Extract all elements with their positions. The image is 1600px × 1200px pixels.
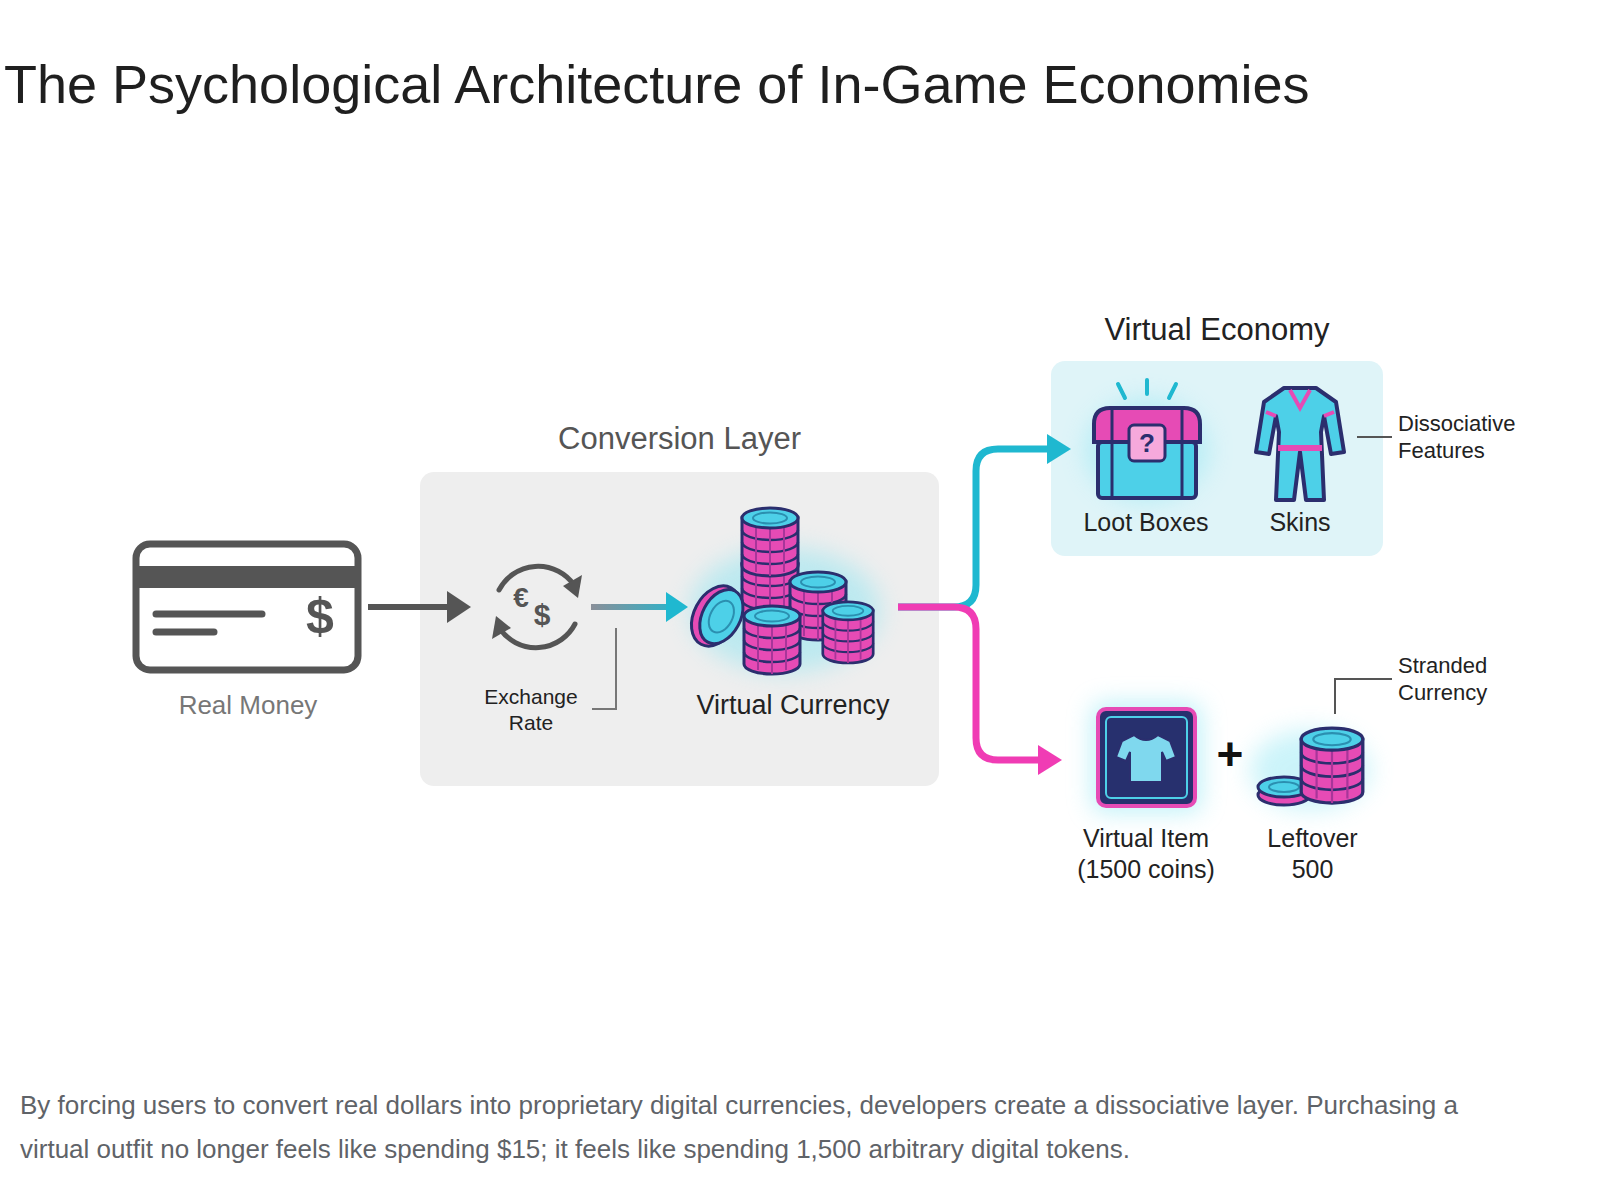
loot-box-icon — [1085, 380, 1209, 502]
euro-symbol: € — [506, 582, 536, 614]
coin-pile-icon — [742, 554, 798, 622]
coin-pile-icon — [682, 508, 880, 674]
connector-line — [591, 604, 668, 610]
plus-sign: + — [1208, 728, 1252, 780]
virtual-economy-panel: Virtual EconomyLoot BoxesSkins — [1051, 361, 1383, 556]
coin-pile-icon — [704, 596, 739, 636]
node-label: Leftover 500 — [1251, 823, 1374, 885]
loot-box-node: Loot Boxes — [1071, 375, 1221, 545]
coin-pile-icon — [682, 577, 751, 654]
leader-line — [592, 628, 616, 709]
callout-label: Stranded Currency — [1398, 652, 1518, 706]
coin-pile-icon — [682, 577, 753, 655]
leader-line — [1357, 436, 1392, 438]
credit-card-icon — [139, 566, 355, 588]
leftover-coins-icon — [1301, 728, 1363, 803]
title: The Psychological Architecture of In-Gam… — [4, 52, 1310, 116]
coin-pile-icon — [744, 606, 800, 674]
virtual-currency-node: Virtual Currency — [688, 535, 898, 725]
credit-card-icon — [136, 544, 358, 670]
flow-arrow — [368, 591, 471, 623]
coin-pile-icon — [690, 548, 880, 672]
panel-heading: Virtual Economy — [1104, 311, 1329, 349]
skin-suit-icon — [1256, 388, 1344, 500]
arrowhead — [447, 591, 471, 623]
shirt-item-icon — [1092, 703, 1201, 812]
flow-arrow — [898, 607, 1062, 775]
node-label: Virtual Item (1500 coins) — [1062, 823, 1230, 885]
node-label: Skins — [1269, 507, 1330, 537]
panel-heading: Conversion Layer — [558, 420, 801, 458]
arrowhead — [1047, 434, 1071, 464]
exchange-rate-node: Exchange Rate — [471, 560, 591, 736]
node-label: Loot Boxes — [1083, 507, 1208, 537]
skin-suit-icon — [1290, 390, 1310, 408]
exchange-icon — [492, 616, 511, 639]
arrowhead — [666, 592, 688, 622]
leftover-node: Leftover 500 — [1251, 715, 1374, 885]
node-label: Exchange Rate — [471, 684, 591, 736]
shirt-item-icon — [1098, 709, 1195, 806]
flow-arrow — [591, 592, 688, 622]
question-mark: ? — [1131, 427, 1163, 459]
loot-box-icon — [1129, 425, 1165, 461]
node-label: Virtual Currency — [696, 689, 889, 721]
loot-box-icon — [1085, 398, 1209, 502]
dollar-symbol: $ — [298, 588, 342, 644]
arrowhead — [1038, 745, 1062, 775]
coin-pile-icon — [823, 602, 873, 663]
coin-pile-icon — [691, 582, 752, 651]
leftover-coins-icon — [1258, 785, 1310, 805]
leftover-coins-icon — [1258, 777, 1310, 797]
node-label: Real Money — [179, 689, 318, 721]
flow-arrow — [898, 434, 1071, 607]
skin-node: Skins — [1240, 375, 1360, 545]
connector-line — [898, 449, 1049, 607]
shirt-item-icon — [1106, 717, 1187, 798]
leftover-coins-icon — [1269, 782, 1299, 792]
shirt-item-icon — [1116, 735, 1176, 782]
leftover-coins-icon — [1250, 730, 1370, 810]
virtual-item-node: Virtual Item (1500 coins) — [1062, 700, 1230, 885]
leftover-coins-icon — [1250, 728, 1370, 810]
connector-line — [368, 604, 449, 610]
coin-pile-icon — [790, 572, 846, 640]
conversion-panel: Conversion LayerExchange RateVirtual Cur… — [420, 472, 939, 786]
coin-pile-icon — [742, 508, 798, 576]
loot-box-icon — [1118, 380, 1176, 398]
shirt-item-icon — [1092, 703, 1201, 812]
callout-label: Dissociative Features — [1398, 410, 1538, 464]
skin-suit-icon — [1256, 388, 1344, 500]
skin-suit-icon — [1266, 412, 1334, 416]
credit-card-icon — [156, 614, 262, 632]
credit-card-icon — [136, 544, 358, 670]
exchange-icon — [492, 566, 582, 647]
connector-line — [898, 607, 1040, 760]
caption: By forcing users to convert real dollars… — [20, 1083, 1520, 1171]
loot-box-icon — [1112, 408, 1182, 498]
leader-line — [1335, 679, 1392, 714]
exchange-icon — [563, 575, 582, 598]
exchange-icon — [499, 566, 574, 590]
dollar-symbol: $ — [527, 598, 557, 632]
skin-suit-icon — [1278, 445, 1322, 451]
